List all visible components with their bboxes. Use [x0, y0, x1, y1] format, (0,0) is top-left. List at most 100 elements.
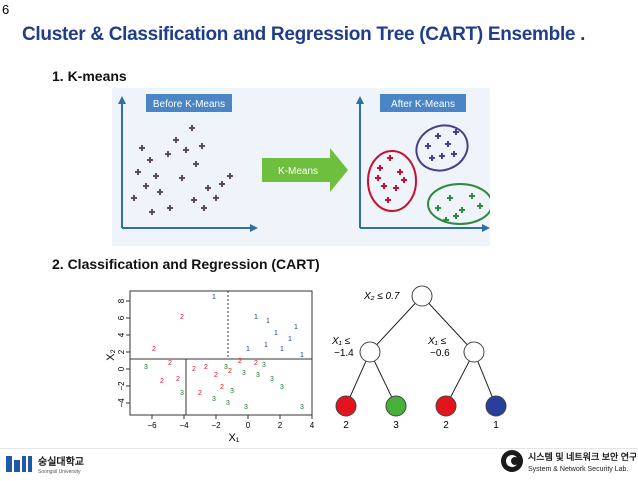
- cart-point: 2: [228, 368, 232, 375]
- cluster-point-icon: [227, 173, 233, 179]
- arrow-label: K-Means: [278, 166, 318, 177]
- cart-point: 3: [180, 390, 184, 397]
- x-tick-label: 2: [278, 421, 283, 430]
- x-tick-label: −4: [179, 421, 189, 430]
- tree-leaf-node: [385, 395, 407, 417]
- cluster-point-icon: [439, 153, 445, 159]
- cart-point: 3: [244, 404, 248, 411]
- cart-point: 1: [280, 346, 284, 353]
- cluster-point-icon: [447, 195, 453, 201]
- cluster-point-icon: [165, 151, 171, 157]
- cluster-point-icon: [153, 173, 159, 179]
- cluster-point-icon: [205, 185, 211, 191]
- x-tick-label: −2: [211, 421, 221, 430]
- cluster-point-icon: [147, 157, 153, 163]
- cart-point: 1: [264, 342, 268, 349]
- cart-point: 1: [300, 352, 304, 359]
- cart-point: 3: [144, 364, 148, 371]
- plot-frame: [129, 290, 313, 416]
- cluster-point-icon: [435, 133, 441, 139]
- cart-point: 1: [254, 314, 258, 321]
- cart-point: 3: [262, 362, 266, 369]
- cluster-point-icon: [397, 169, 403, 175]
- cart-point: 3: [224, 364, 228, 371]
- cart-point: 3: [280, 384, 284, 391]
- cart-point: 1: [274, 330, 278, 337]
- tree-root-node: [411, 285, 433, 307]
- lab-sub: System & Network Security Lab.: [528, 466, 628, 473]
- cluster-point-icon: [477, 203, 483, 209]
- cluster-point-icon: [453, 213, 459, 219]
- footer-divider: [0, 448, 638, 449]
- cluster-point-icon: [201, 205, 207, 211]
- cluster-point-icon: [375, 175, 381, 181]
- cluster-point-icon: [387, 155, 393, 161]
- cluster-point-icon: [193, 161, 199, 167]
- before-label-box: [146, 94, 232, 112]
- cluster-point-icon: [131, 195, 137, 201]
- cart-point: 2: [152, 346, 156, 353]
- y-tick-label: 4: [117, 332, 126, 337]
- kmeans-arrow: [262, 148, 348, 192]
- cluster-point-icon: [167, 205, 173, 211]
- soongsil-sub: Soongsil University: [38, 469, 81, 475]
- soongsil-name: 숭실대학교: [38, 455, 84, 468]
- cluster-point-icon: [453, 129, 459, 135]
- lab-emblem-icon: [501, 450, 523, 472]
- kmeans-heading: 1. K-means: [52, 68, 127, 84]
- lab-logo: 시스템 및 네트워크 보안 연구실 System & Network Secur…: [500, 446, 638, 476]
- cluster-point-icon: [173, 137, 179, 143]
- cart-point: 2: [204, 364, 208, 371]
- cluster-point-icon: [459, 207, 465, 213]
- cluster-point-icon: [157, 189, 163, 195]
- before-axes: [118, 96, 258, 232]
- cluster-point-icon: [199, 143, 205, 149]
- y-axis-label: X₂: [106, 349, 117, 361]
- tree-leaf-node: [485, 395, 507, 417]
- cluster-point-icon: [429, 155, 435, 161]
- before-points: [131, 125, 233, 215]
- soongsil-emblem-icon: [6, 456, 32, 472]
- cart-point: 2: [176, 376, 180, 383]
- cart-point: 3: [256, 372, 260, 379]
- tree-left-label-b: −1.4: [334, 348, 354, 359]
- cluster-red: [367, 150, 417, 212]
- y-tick-label: −4: [117, 398, 126, 408]
- tree-leaf-node: [435, 395, 457, 417]
- cluster-point-icon: [425, 143, 431, 149]
- cart-point: 1: [246, 346, 250, 353]
- tree-root-label: X₂ ≤ 0.7: [363, 291, 400, 302]
- tree-leaf-node: [335, 395, 357, 417]
- cart-point: 2: [220, 384, 224, 391]
- cluster-blue: [415, 124, 469, 172]
- cluster-point-icon: [377, 165, 383, 171]
- cluster-point-icon: [189, 125, 195, 131]
- before-label: Before K-Means: [153, 99, 225, 110]
- cluster-point-icon: [179, 175, 185, 181]
- cluster-point-icon: [385, 197, 391, 203]
- tree-left-label-a: X₁ ≤: [331, 336, 351, 347]
- cart-point: 3: [226, 400, 230, 407]
- cluster-point-icon: [143, 183, 149, 189]
- cluster-point-icon: [183, 147, 189, 153]
- cluster-point-icon: [445, 141, 451, 147]
- cluster-point-icon: [149, 209, 155, 215]
- x-tick-label: −6: [147, 421, 157, 430]
- cart-point: 3: [242, 370, 246, 377]
- after-label: After K-Means: [391, 99, 455, 110]
- after-axes: [356, 96, 490, 232]
- tree-leaf-label: 1: [493, 420, 499, 431]
- cluster-point-icon: [393, 185, 399, 191]
- x-tick-label: 0: [246, 421, 251, 430]
- cluster-point-icon: [191, 197, 197, 203]
- y-tick-label: −2: [117, 381, 126, 391]
- cluster-point-icon: [469, 193, 475, 199]
- cart-point: 2: [214, 372, 218, 379]
- cart-point: 2: [168, 360, 172, 367]
- after-points: [375, 129, 483, 223]
- cart-point: 2: [180, 314, 184, 321]
